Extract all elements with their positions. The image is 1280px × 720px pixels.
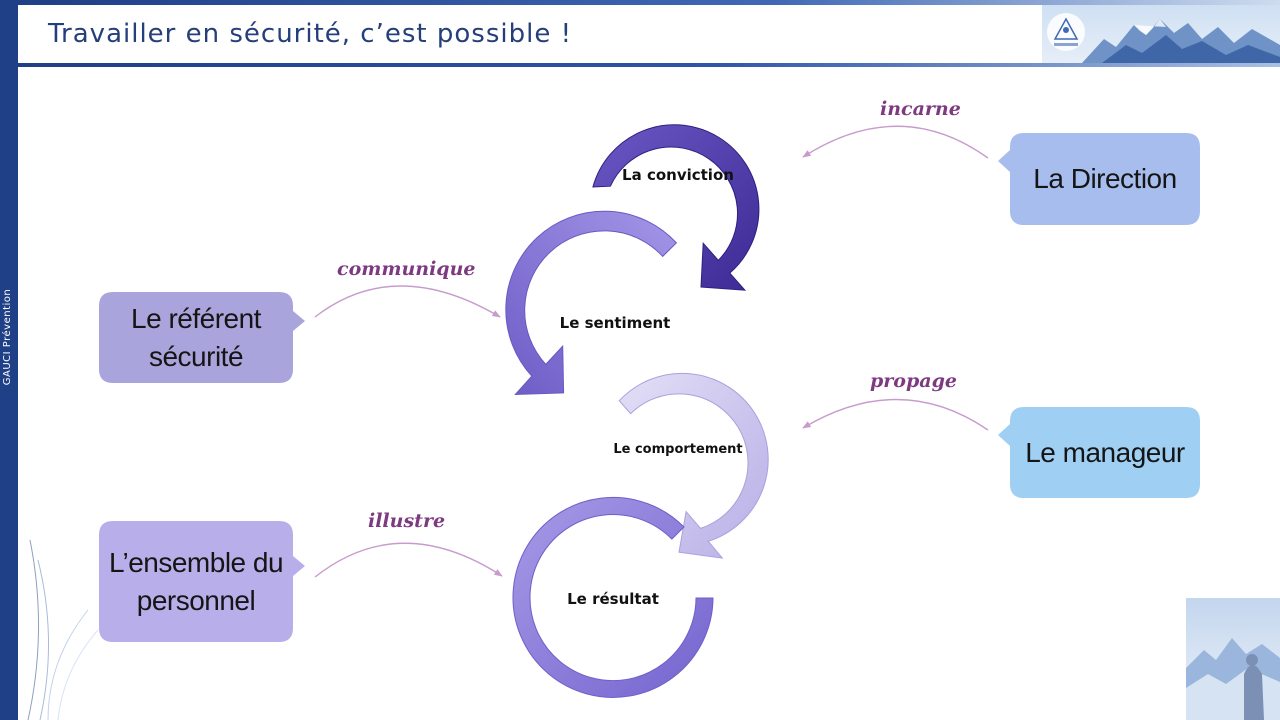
verb-propage: propage: [870, 370, 957, 392]
verb-communique: communique: [337, 258, 476, 280]
callout-referent-shape: [99, 292, 305, 383]
header-line: [18, 63, 1280, 67]
cycle-arrow-sentiment: [505, 210, 678, 396]
callout-manageur-shape: [998, 407, 1200, 498]
step-label-resultat: Le résultat: [567, 590, 659, 608]
mountain-banner-image: [1042, 5, 1280, 63]
cycle-arrow-conviction: [592, 124, 760, 291]
step-label-conviction: La conviction: [622, 166, 734, 184]
step-label-sentiment: Le sentiment: [559, 314, 671, 332]
top-strip: [18, 0, 1280, 5]
actor-direction: La Direction: [1033, 163, 1177, 194]
actor-manageur: Le manageur: [1025, 436, 1185, 468]
connector-personnel: [314, 542, 503, 578]
connector-manageur: [802, 398, 989, 431]
mountaineer-image: [1186, 598, 1280, 720]
callout-direction-shape: [998, 133, 1200, 225]
actor-referent: Le référent sécurité: [131, 302, 261, 372]
connector-direction: [802, 125, 989, 159]
gauci-logo-icon: [1047, 13, 1085, 51]
cycle-arrow-comportement: [618, 372, 769, 559]
step-label-comportement: Le comportement: [613, 442, 743, 457]
cycle-arrow-resultat: [512, 497, 714, 698]
callout-personnel-shape: [99, 521, 305, 642]
page-title: Travailler en sécurité, c’est possible !: [48, 19, 573, 49]
decorative-swoosh: [27, 539, 99, 720]
actor-personnel: L’ensemble du personnel: [108, 546, 284, 616]
side-bar: [0, 0, 18, 720]
connector-referent: [314, 285, 501, 318]
verb-illustre: illustre: [368, 510, 446, 532]
verb-incarne: incarne: [880, 98, 961, 120]
